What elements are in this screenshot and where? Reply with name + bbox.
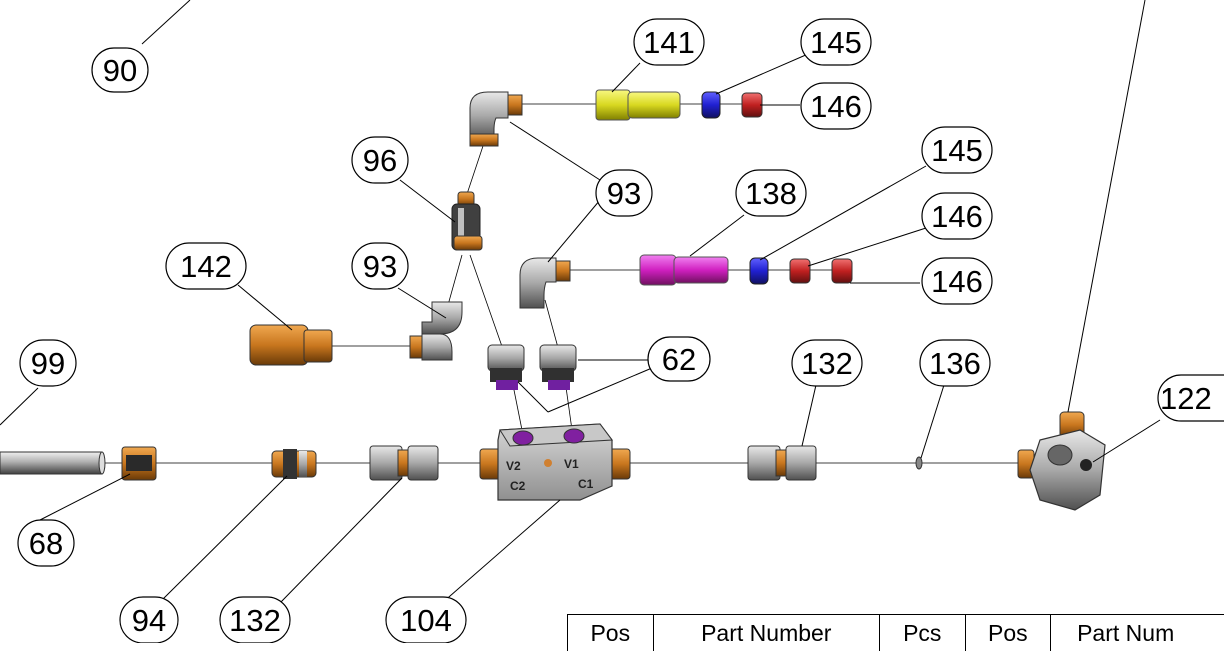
balloon-146-top: 146 xyxy=(801,83,871,129)
svg-text:138: 138 xyxy=(745,176,797,211)
balloon-136: 136 xyxy=(920,340,990,386)
svg-text:99: 99 xyxy=(31,346,65,381)
balloon-96: 96 xyxy=(352,137,408,183)
union-fitting-part xyxy=(370,446,438,480)
balloon-62: 62 xyxy=(648,337,710,381)
balloon-145-top: 145 xyxy=(801,19,871,65)
balloon-146-low: 146 xyxy=(922,258,992,304)
parts-table-header-row: Pos Part Number Pcs Pos Part Num xyxy=(568,615,1224,651)
tube-part xyxy=(0,452,105,474)
union-fitting-right-part xyxy=(748,446,816,480)
valve-block-part: V2 V1 C2 C1 xyxy=(480,424,630,500)
washer-part xyxy=(916,457,922,469)
svg-text:146: 146 xyxy=(931,264,983,299)
balloon-94: 94 xyxy=(120,597,178,643)
svg-text:68: 68 xyxy=(29,526,63,561)
red-ring-mid-part xyxy=(790,259,852,283)
svg-text:132: 132 xyxy=(229,603,281,638)
col-header-part-number-2: Part Num xyxy=(1051,615,1224,651)
col-header-pos: Pos xyxy=(568,615,654,651)
balloon-132-right: 132 xyxy=(792,340,862,386)
svg-text:146: 146 xyxy=(931,199,983,234)
balloon-68: 68 xyxy=(18,520,74,566)
hose-fitting-magenta-part xyxy=(640,255,728,285)
adapter-right-part xyxy=(540,345,576,390)
balloon-145-mid: 145 xyxy=(922,127,992,173)
svg-text:104: 104 xyxy=(400,603,452,638)
svg-text:62: 62 xyxy=(662,342,696,377)
elbow-lower-part xyxy=(410,302,462,360)
blue-ring-mid-part xyxy=(750,258,768,284)
red-ring-part xyxy=(742,93,762,117)
svg-text:141: 141 xyxy=(643,25,695,60)
balloon-99: 99 xyxy=(20,340,76,386)
balloon-104: 104 xyxy=(386,597,466,643)
svg-text:96: 96 xyxy=(363,143,397,178)
svg-text:93: 93 xyxy=(607,176,641,211)
col-header-pcs: Pcs xyxy=(880,615,966,651)
balloon-146-mid: 146 xyxy=(922,193,992,239)
balloon-141: 141 xyxy=(634,19,704,65)
svg-text:94: 94 xyxy=(132,603,166,638)
hose-fitting-yellow-part xyxy=(596,90,680,120)
svg-text:145: 145 xyxy=(810,25,862,60)
elbow-top-part xyxy=(470,92,522,146)
brass-hose-fitting-part xyxy=(250,325,332,365)
svg-text:146: 146 xyxy=(810,89,862,124)
balloon-142: 142 xyxy=(166,243,246,289)
ferrule-fitting-part xyxy=(272,449,316,479)
svg-text:122: 122 xyxy=(1160,381,1212,416)
balloon-93-upper: 93 xyxy=(596,170,652,216)
svg-text:90: 90 xyxy=(103,53,137,88)
svg-text:136: 136 xyxy=(929,346,981,381)
sight-glass-part xyxy=(452,192,482,250)
balloon-122: 122 xyxy=(1158,375,1224,421)
leader-lines xyxy=(0,0,1160,603)
balloon-90: 90 xyxy=(92,48,148,92)
check-valve-part xyxy=(1018,412,1105,510)
port-label-v1: V1 xyxy=(564,457,579,471)
svg-text:142: 142 xyxy=(180,249,232,284)
svg-text:132: 132 xyxy=(801,346,853,381)
balloon-138: 138 xyxy=(736,170,806,216)
port-label-v2: V2 xyxy=(506,459,521,473)
port-label-c1: C1 xyxy=(578,477,594,491)
col-header-part-number: Part Number xyxy=(653,615,879,651)
port-label-c2: C2 xyxy=(510,479,526,493)
balloon-132-left: 132 xyxy=(220,597,290,643)
parts-list-table: Pos Part Number Pcs Pos Part Num xyxy=(567,614,1224,651)
col-header-pos-2: Pos xyxy=(965,615,1051,651)
svg-text:145: 145 xyxy=(931,133,983,168)
blue-ring-part xyxy=(702,92,720,118)
svg-text:93: 93 xyxy=(363,249,397,284)
balloon-93-lower: 93 xyxy=(352,243,408,289)
